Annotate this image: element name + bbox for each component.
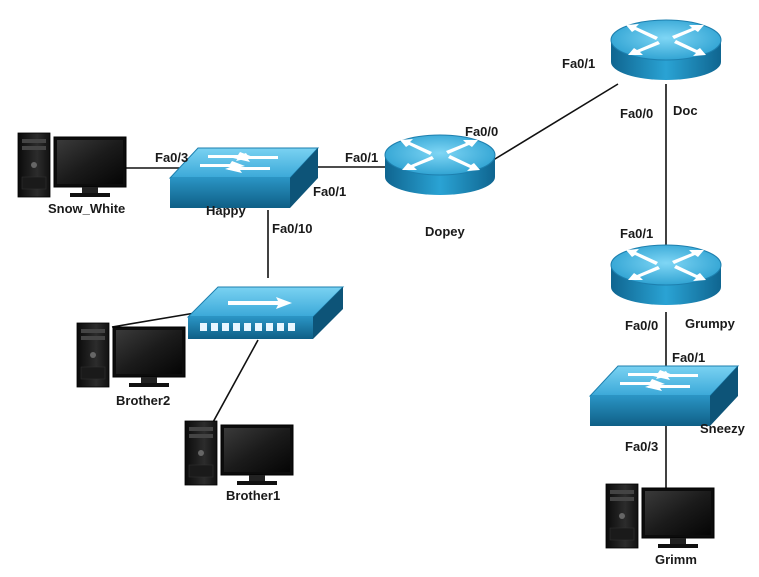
device-label-snow-white: Snow_White (48, 201, 125, 216)
links (111, 83, 667, 488)
port-label: Fa0/3 (155, 150, 188, 165)
port-label: Fa0/1 (345, 150, 378, 165)
pc-icon (17, 132, 127, 198)
pc-icon (76, 322, 186, 388)
hub-icon (187, 286, 344, 340)
link-hub-brother2 (111, 312, 196, 328)
switch-icon (589, 365, 739, 427)
router-icon (610, 19, 722, 81)
port-label: Fa0/1 (562, 56, 595, 71)
port-label: Fa0/1 (313, 184, 346, 199)
device-label-grimm: Grimm (655, 552, 697, 567)
port-label: Fa0/0 (620, 106, 653, 121)
device-label-sneezy: Sneezy (700, 421, 746, 436)
device-label-brother1: Brother1 (226, 488, 280, 503)
port-label: Fa0/0 (625, 318, 658, 333)
port-label: Fa0/1 (620, 226, 653, 241)
router-icon (384, 134, 496, 196)
port-label: Fa0/3 (625, 439, 658, 454)
port-label: Fa0/0 (465, 124, 498, 139)
port-label: Fa0/10 (272, 221, 312, 236)
device-label-doc: Doc (673, 103, 698, 118)
link-hub-brother1 (211, 339, 259, 425)
device-label-grumpy: Grumpy (685, 316, 736, 331)
device-label-happy: Happy (206, 203, 247, 218)
pc-icon (605, 483, 715, 549)
device-label-dopey: Dopey (425, 224, 466, 239)
port-label: Fa0/1 (672, 350, 705, 365)
pc-icon (184, 420, 294, 486)
router-icon (610, 244, 722, 306)
switch-icon (169, 147, 319, 209)
device-label-brother2: Brother2 (116, 393, 170, 408)
link-dopey-doc (489, 83, 619, 163)
